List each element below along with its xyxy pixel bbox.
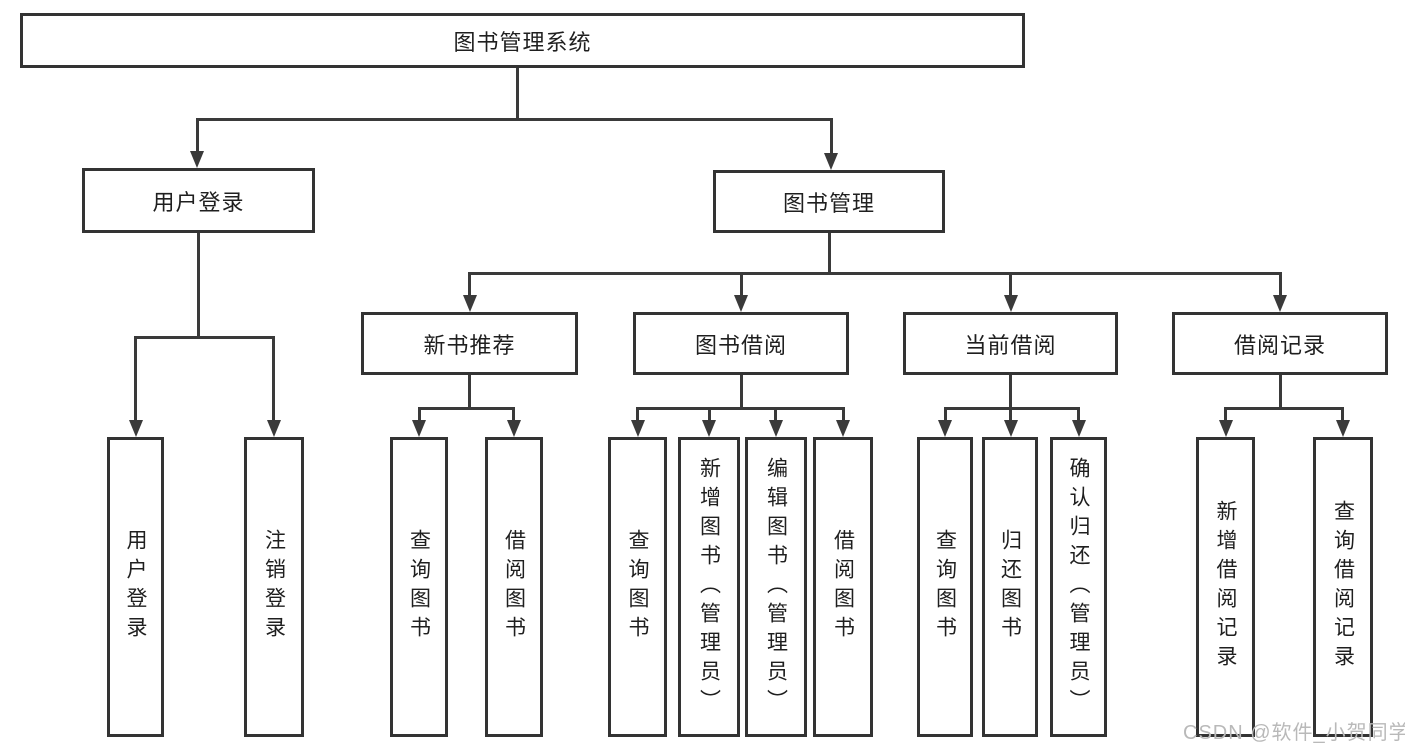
node-user-login: 用户登录 (82, 168, 315, 233)
leaf-logout: 注销登录 (244, 437, 304, 737)
leaf-add-book-admin: 新增图书（管理员） (678, 437, 740, 737)
arrow-to-leaf-edit-book (769, 420, 783, 437)
leaf-label: 编辑图书（管理员） (764, 456, 788, 718)
leaf-label: 归还图书 (998, 529, 1022, 645)
connector-borrow-record-stem (1279, 375, 1282, 407)
node-label: 用户登录 (152, 189, 245, 215)
connector-to-leaf-query-current (944, 407, 947, 420)
arrow-to-leaf-borrow-recommend (507, 420, 521, 437)
connector-to-user-login (196, 118, 199, 151)
connector-borrow-record-splitter (1225, 407, 1343, 410)
csdn-watermark: CSDN @软件_小贺同学 (1183, 722, 1405, 744)
connector-to-leaf-return-books (1009, 407, 1012, 420)
node-label: 当前借阅 (964, 332, 1057, 358)
connector-book-management-splitter (468, 272, 1281, 275)
leaf-label: 借阅图书 (831, 529, 855, 645)
connector-book-borrow-stem (740, 375, 743, 407)
arrow-to-leaf-query-current (938, 420, 952, 437)
connector-to-leaf-borrow-recommend (512, 407, 515, 420)
arrow-to-leaf-add-record (1219, 420, 1233, 437)
node-current-borrowing: 当前借阅 (903, 312, 1118, 375)
connector-to-leaf-query-record (1341, 407, 1344, 420)
node-label: 图书管理系统 (453, 29, 592, 55)
node-label: 借阅记录 (1233, 332, 1326, 358)
connector-current-borrow-splitter (945, 407, 1079, 410)
connector-to-leaf-edit-book (774, 407, 777, 420)
node-borrowing-records: 借阅记录 (1172, 312, 1388, 375)
arrow-to-new-book-recommendation (463, 295, 477, 312)
arrow-to-leaf-borrow-books (836, 420, 850, 437)
arrow-to-leaf-return-books (1004, 420, 1018, 437)
node-label: 新书推荐 (423, 332, 516, 358)
leaf-label: 新增借阅记录 (1214, 500, 1237, 674)
connector-root-stem (516, 68, 519, 118)
leaf-label: 注销登录 (262, 529, 286, 645)
connector-to-book-borrowing (740, 272, 743, 295)
connector-book-borrow-splitter (637, 407, 843, 410)
leaf-borrow-books-recommend: 借阅图书 (485, 437, 543, 737)
arrow-to-leaf-logout (267, 420, 281, 437)
leaf-user-login: 用户登录 (107, 437, 164, 737)
connector-to-book-management (830, 118, 833, 153)
connector-new-book-splitter (419, 407, 514, 410)
arrow-to-book-management (824, 153, 838, 170)
leaf-label: 查询图书 (407, 529, 431, 645)
arrow-to-leaf-user-login (129, 420, 143, 437)
connector-to-leaf-add-record (1224, 407, 1227, 420)
leaf-query-borrow-record: 查询借阅记录 (1313, 437, 1373, 737)
leaf-query-books-current: 查询图书 (917, 437, 973, 737)
leaf-edit-book-admin: 编辑图书（管理员） (745, 437, 807, 737)
arrow-to-current-borrowing (1004, 295, 1018, 312)
arrow-to-leaf-query-record (1336, 420, 1350, 437)
connector-user-login-stem (197, 233, 200, 336)
arrow-to-leaf-add-book (702, 420, 716, 437)
arrow-to-leaf-query-borrow (631, 420, 645, 437)
leaf-label: 借阅图书 (502, 529, 526, 645)
arrow-to-leaf-confirm-return (1072, 420, 1086, 437)
node-library-management-system: 图书管理系统 (20, 13, 1025, 68)
node-new-book-recommendation: 新书推荐 (361, 312, 578, 375)
connector-book-management-stem (828, 233, 831, 272)
connector-to-leaf-confirm-return (1077, 407, 1080, 420)
connector-to-leaf-query-recommend (418, 407, 421, 420)
connector-to-current-borrowing (1009, 272, 1012, 295)
connector-to-borrowing-records (1279, 272, 1282, 295)
connector-current-borrow-stem (1009, 375, 1012, 407)
connector-to-leaf-user-login (134, 336, 137, 420)
leaf-label: 用户登录 (124, 529, 147, 645)
node-book-borrowing: 图书借阅 (633, 312, 849, 375)
connector-new-book-stem (468, 375, 471, 407)
node-label: 图书借阅 (694, 332, 787, 358)
leaf-query-books-borrow: 查询图书 (608, 437, 667, 737)
leaf-return-books: 归还图书 (982, 437, 1038, 737)
connector-to-leaf-query-borrow (636, 407, 639, 420)
connector-root-splitter (197, 118, 833, 121)
arrow-to-leaf-query-recommend (412, 420, 426, 437)
leaf-label: 查询借阅记录 (1331, 500, 1355, 674)
arrow-to-book-borrowing (734, 295, 748, 312)
leaf-confirm-return-admin: 确认归还（管理员） (1050, 437, 1107, 737)
arrow-to-user-login (190, 151, 204, 168)
leaf-borrow-books: 借阅图书 (813, 437, 873, 737)
leaf-label: 查询图书 (933, 529, 957, 645)
connector-to-new-book-recommendation (468, 272, 471, 295)
node-book-management: 图书管理 (713, 170, 945, 233)
arrow-to-borrowing-records (1273, 295, 1287, 312)
connector-to-leaf-add-book (708, 407, 711, 420)
node-label: 图书管理 (782, 190, 875, 216)
connector-to-leaf-logout (272, 336, 275, 420)
leaf-label: 新增图书（管理员） (697, 456, 721, 718)
connector-to-leaf-borrow-books (842, 407, 845, 420)
leaf-query-books-recommend: 查询图书 (390, 437, 448, 737)
connector-user-login-splitter (134, 336, 274, 339)
leaf-add-borrow-record: 新增借阅记录 (1196, 437, 1255, 737)
leaf-label: 查询图书 (626, 529, 649, 645)
leaf-label: 确认归还（管理员） (1067, 456, 1090, 718)
